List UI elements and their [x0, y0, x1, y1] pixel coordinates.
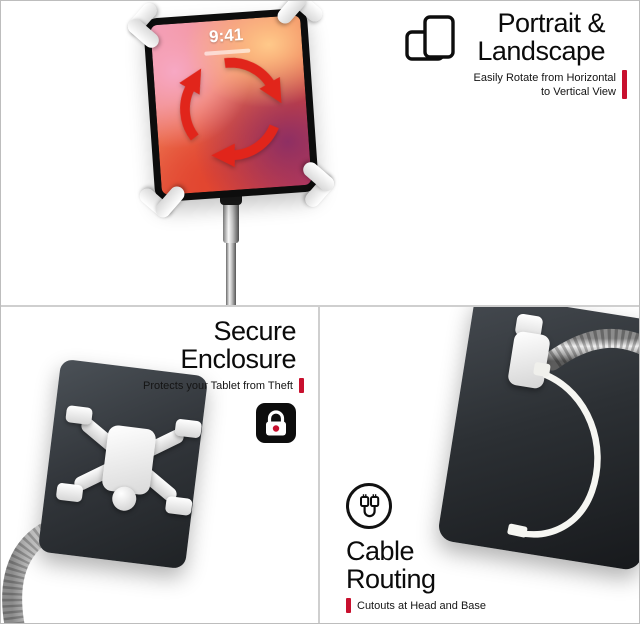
tablet-screen: 9:41 — [150, 14, 312, 196]
gooseneck-arm — [542, 328, 639, 371]
secure-title: Secure Enclosure — [180, 317, 304, 373]
rotation-title-line1: Portrait & — [497, 8, 605, 38]
mount-grip — [65, 405, 94, 426]
rotation-subtitle-line2: to Vertical View — [540, 85, 616, 98]
cable-feature-text: Cable Routing Cutouts at Head and Base — [346, 483, 486, 613]
rotation-feature-text: Portrait & Landscape Easily Rotate from … — [474, 9, 627, 99]
lock-icon — [256, 403, 296, 443]
tablet: 9:41 — [142, 7, 320, 203]
secure-subtitle-row: Protects your Tablet from Theft — [143, 378, 304, 393]
mount-grip — [164, 495, 193, 516]
cable-icon — [346, 483, 392, 529]
rotation-title: Portrait & Landscape — [477, 9, 627, 65]
cable-title: Cable Routing — [346, 537, 436, 593]
stand-pole — [226, 201, 236, 305]
rotation-subtitle-line1: Easily Rotate from Horizontal — [473, 71, 616, 84]
secure-title-line2: Enclosure — [180, 344, 296, 374]
cable-title-line1: Cable — [346, 536, 415, 566]
secure-subtitle: Protects your Tablet from Theft — [143, 379, 293, 392]
routed-cable — [507, 362, 601, 538]
panel-secure: Secure Enclosure Protects your Tablet fr… — [1, 307, 320, 623]
secure-feature-text: Secure Enclosure Protects your Tablet fr… — [143, 317, 304, 443]
accent-bar — [622, 70, 627, 99]
rotation-subtitle: Easily Rotate from Horizontal to Vertica… — [474, 71, 616, 99]
secure-title-line1: Secure — [213, 316, 296, 346]
mount-grip — [55, 482, 84, 503]
rotation-subtitle-row: Easily Rotate from Horizontal to Vertica… — [474, 70, 627, 99]
panel-cable: Cable Routing Cutouts at Head and Base — [320, 307, 639, 623]
stand-pole-sleeve — [223, 199, 239, 243]
rotation-title-line2: Landscape — [477, 36, 605, 66]
accent-bar — [346, 598, 351, 613]
rotation-arrows-icon — [179, 57, 282, 168]
cable-subtitle-row: Cutouts at Head and Base — [346, 598, 486, 613]
portrait-landscape-icon — [405, 15, 455, 61]
cable-glyph — [360, 494, 380, 518]
cable-title-line2: Routing — [346, 564, 436, 594]
panel-rotation: 9:41 — [1, 1, 639, 307]
accent-bar — [299, 378, 304, 393]
cable-subtitle: Cutouts at Head and Base — [357, 599, 487, 612]
